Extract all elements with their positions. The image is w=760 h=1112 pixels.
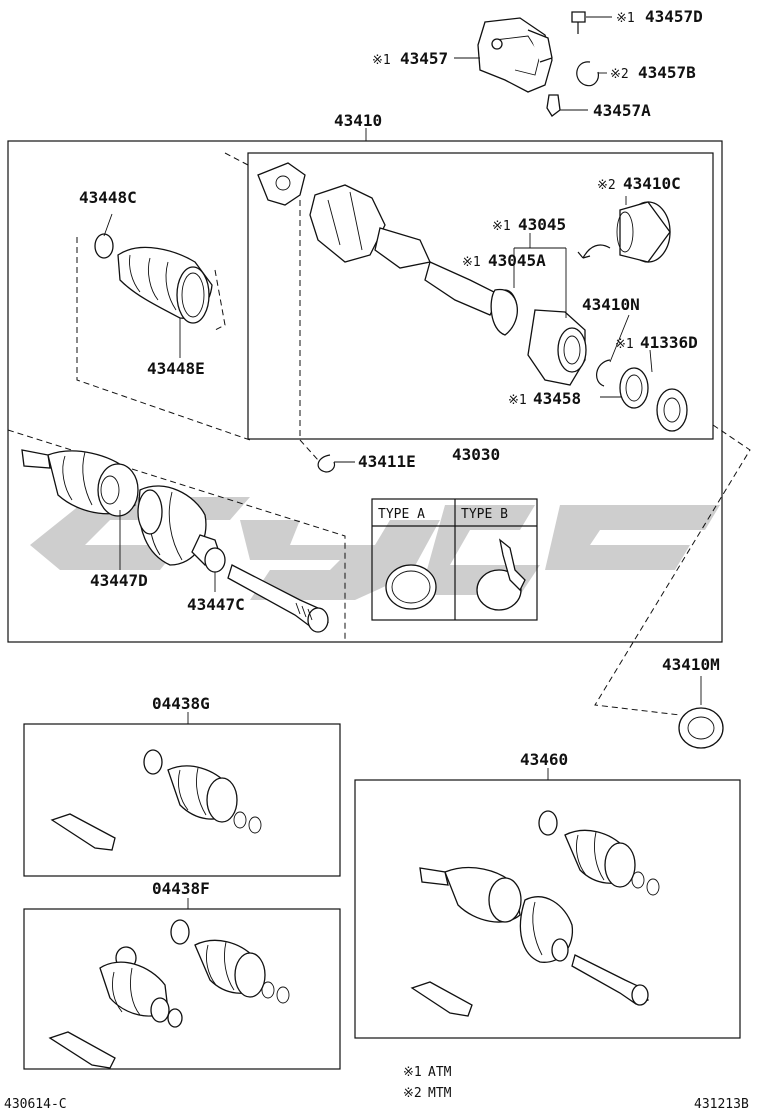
inner-joint-43030-drawing: [224, 152, 751, 716]
label-43045A: 43045A: [488, 251, 546, 270]
kit-04438F-drawing: [48, 919, 290, 1069]
label-43448C: 43448C: [79, 188, 137, 207]
legend-text-1: ATM: [428, 1065, 452, 1080]
label-43447D: 43447D: [90, 571, 148, 590]
mark-43457: ※1: [372, 53, 391, 68]
clamp-type-box: [371, 498, 538, 621]
label-43457B: 43457B: [638, 63, 696, 82]
legend-mark-2: ※2: [403, 1086, 422, 1101]
mark-43458: ※1: [508, 393, 527, 408]
footer-code-left: 430614-C: [4, 1097, 67, 1112]
label-04438G: 04438G: [152, 694, 210, 713]
mark-43045: ※1: [492, 219, 511, 234]
mark-43457D: ※1: [616, 11, 635, 26]
label-43045: 43045: [518, 215, 566, 234]
label-41336D: 41336D: [640, 333, 698, 352]
label-43458: 43458: [533, 389, 581, 408]
legend-mark-1: ※1: [403, 1065, 422, 1080]
label-43447C: 43447C: [187, 595, 245, 614]
label-43457A: 43457A: [593, 101, 651, 120]
bearing-43410M-drawing: [678, 676, 724, 749]
type-b-label: TYPE B: [461, 507, 508, 522]
type-a-label: TYPE A: [378, 507, 425, 522]
kit-frame-04438F: [23, 908, 341, 1070]
kit-frame-43460: [354, 779, 741, 1039]
label-43410: 43410: [334, 111, 382, 130]
label-43460: 43460: [520, 750, 568, 769]
kit-43460-drawing: [410, 810, 660, 1017]
kit-frame-04438G: [23, 723, 341, 877]
driveshaft-43447-drawing: [7, 429, 346, 640]
subassembly-frame-43030: [247, 152, 714, 440]
legend-text-2: MTM: [428, 1086, 452, 1101]
label-43457D: 43457D: [645, 7, 703, 26]
mark-43457B: ※2: [610, 67, 629, 82]
bracket-43457-drawing: [454, 11, 612, 117]
kit-04438G-drawing: [50, 749, 262, 851]
label-43410M: 43410M: [662, 655, 720, 674]
label-43411E: 43411E: [358, 452, 416, 471]
snap-ring-43411E: [317, 454, 355, 473]
label-43410N: 43410N: [582, 295, 640, 314]
mark-41336D: ※1: [615, 337, 634, 352]
label-43448E: 43448E: [147, 359, 205, 378]
label-43030: 43030: [452, 445, 500, 464]
label-04438F: 04438F: [152, 879, 210, 898]
mark-43045A: ※1: [462, 255, 481, 270]
mark-43410C: ※2: [597, 178, 616, 193]
boot-43448-drawing: [76, 213, 251, 441]
assembly-frame-43410: [7, 140, 723, 643]
footer-code-right: 431213B: [694, 1097, 749, 1112]
label-43410C: 43410C: [623, 174, 681, 193]
label-43457: 43457: [400, 49, 448, 68]
